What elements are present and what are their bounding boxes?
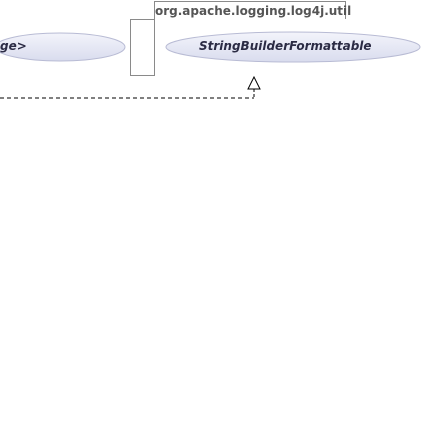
realization-arrowhead [247, 75, 261, 90]
package-tab[interactable]: org.apache.logging.log4j.util [154, 1, 351, 19]
interface-label-left: ge> [0, 39, 27, 53]
package-name: org.apache.logging.log4j.util [155, 4, 352, 18]
interface-ellipse-left[interactable] [0, 32, 126, 62]
interface-ellipse-right[interactable] [165, 31, 421, 63]
interface-label-right: StringBuilderFormattable [199, 39, 372, 53]
